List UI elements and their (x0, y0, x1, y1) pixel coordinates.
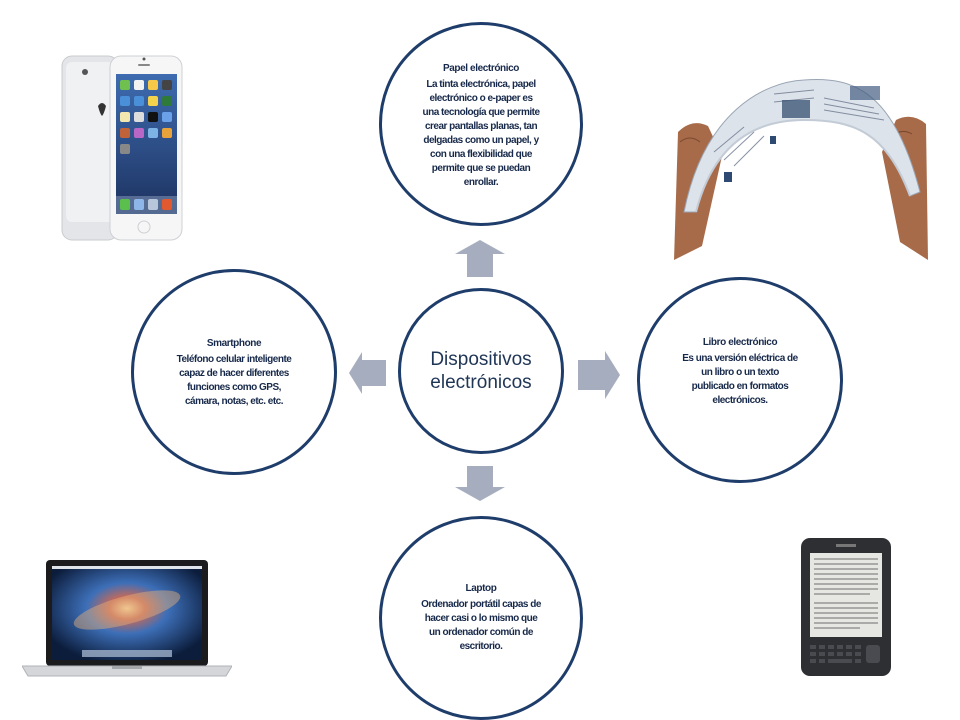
arrow-left-icon (349, 352, 386, 394)
text-line: electrónicos. (712, 395, 768, 406)
text-line: crear pantallas planas, tan (424, 121, 538, 132)
text-line: funciones como GPS, (187, 382, 281, 393)
text-line: Ordenador portátil capas de (421, 599, 541, 610)
node-description: Teléfono celular inteligente capaz de ha… (177, 353, 292, 409)
text-line: cámara, notas, etc. etc. (184, 396, 284, 407)
flexible-epaper-photo (674, 78, 928, 260)
text-line: un ordenador común de (429, 627, 533, 638)
text-line: una tecnología que permite (422, 107, 540, 118)
node-title: Smartphone (206, 338, 262, 349)
node-smartphone: Smartphone Teléfono celular inteligente … (131, 269, 337, 475)
node-laptop: Laptop Ordenador portátil capas de hacer… (379, 516, 583, 720)
center-node: Dispositivos electrónicos (398, 288, 564, 454)
arrow-down-icon (455, 466, 505, 501)
node-description: Es una versión eléctrica de un libro o u… (682, 352, 798, 408)
text-line: capaz de hacer diferentes (179, 368, 289, 379)
center-node-label-line2: electrónicos (430, 372, 532, 393)
text-line: un libro o un texto (701, 367, 779, 378)
text-line: permite que se puedan (431, 163, 531, 174)
text-line: enrollar. (463, 177, 499, 188)
text-line: Teléfono celular inteligente (176, 354, 292, 365)
arrow-up-icon (455, 240, 505, 277)
text-line: hacer casi o lo mismo que (424, 613, 538, 624)
text-line: Es una versión eléctrica de (682, 353, 798, 364)
text-line: delgadas como un papel, y (423, 135, 539, 146)
text-line: con una flexibilidad que (430, 149, 532, 160)
macbook-photo (22, 560, 232, 677)
node-papel-electronico: Papel electrónico La tinta electrónica, … (379, 22, 583, 226)
node-title: Libro electrónico (702, 337, 778, 348)
node-libro-electronico: Libro electrónico Es una versión eléctri… (637, 277, 843, 483)
center-node-label-line1: Dispositivos (430, 349, 532, 370)
text-line: publicado en formatos (691, 381, 789, 392)
arrow-right-icon (578, 351, 620, 399)
kindle-photo (801, 538, 891, 676)
node-title: Laptop (465, 583, 497, 594)
node-description: Ordenador portátil capas de hacer casi o… (421, 598, 541, 654)
text-line: electrónico o e-paper es (429, 93, 533, 104)
text-line: escritorio. (459, 641, 503, 652)
node-title: Papel electrónico (442, 63, 519, 74)
node-description: La tinta electrónica, papel electrónico … (422, 78, 540, 190)
text-line: La tinta electrónica, papel (426, 79, 536, 90)
iphone-photo (61, 55, 183, 241)
